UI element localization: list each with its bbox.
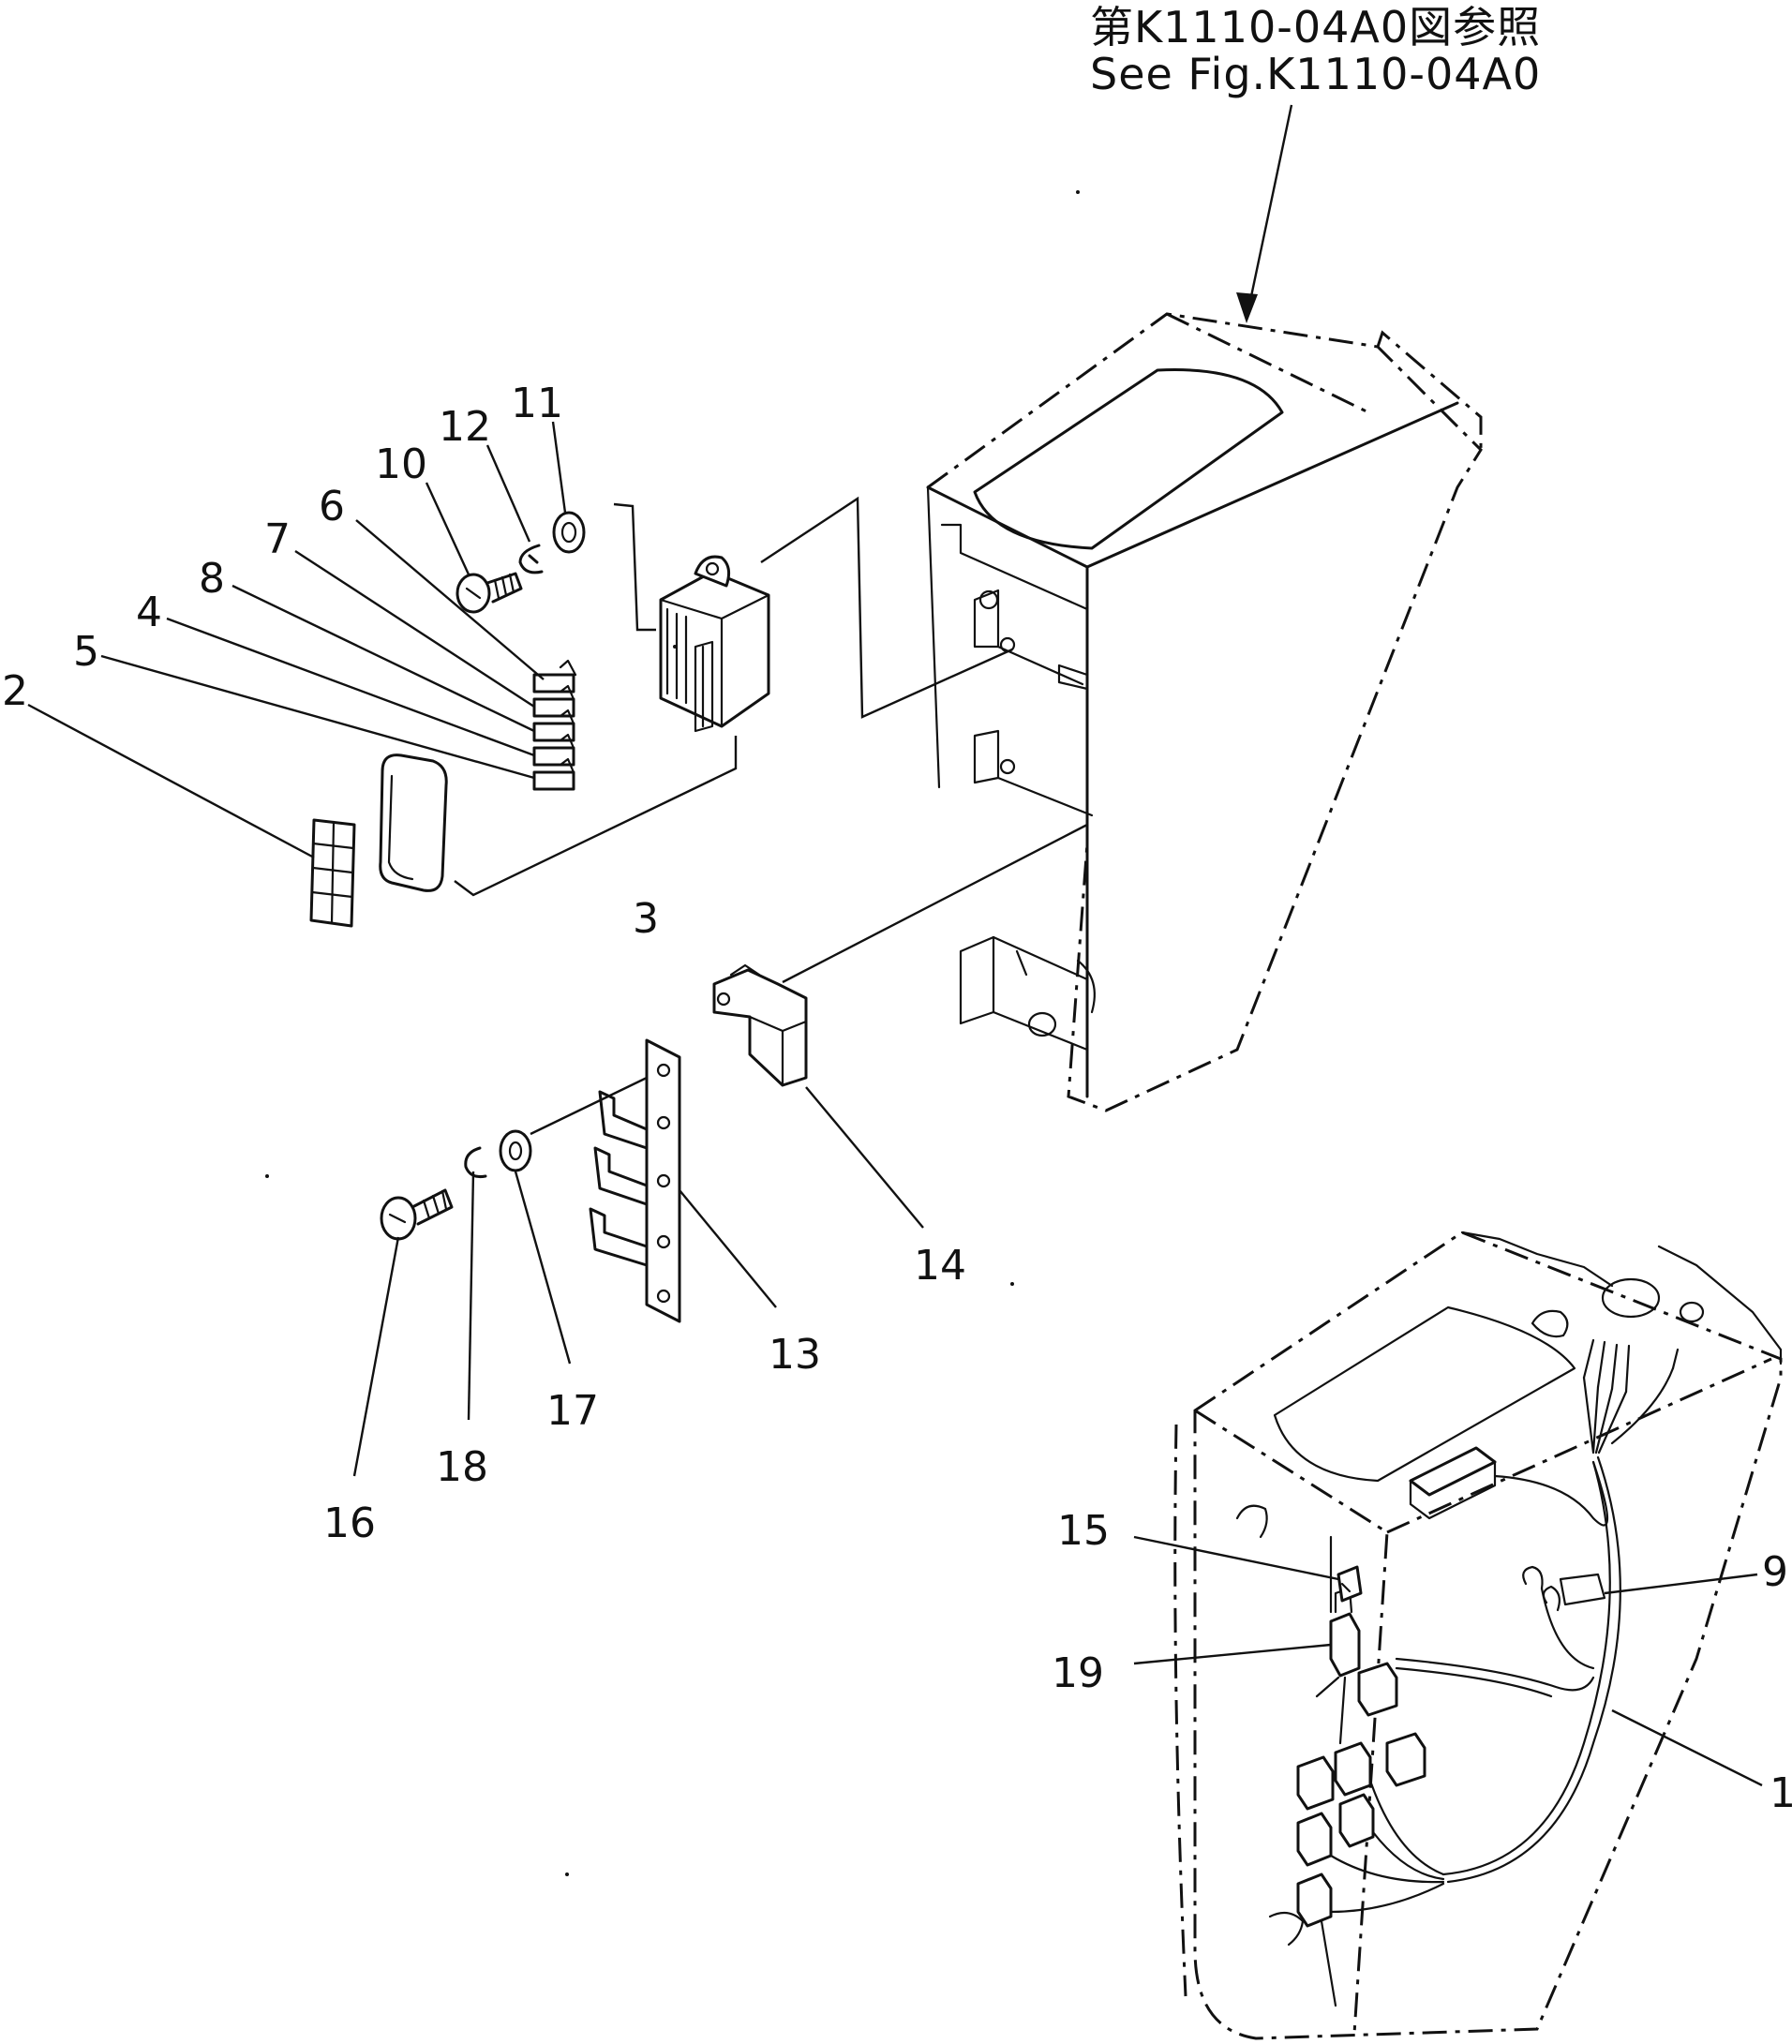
bolt-16 [380, 1188, 454, 1241]
leader-1 [1611, 1708, 1763, 1787]
relay-bracket-13 [589, 1038, 681, 1323]
leader-14 [805, 1086, 924, 1229]
callout-labels: 1 2 3 4 5 6 7 8 9 10 11 12 13 14 15 16 1… [2, 380, 1792, 1817]
reference-arrow-line [1245, 104, 1293, 320]
scan-specks [265, 190, 1080, 1876]
callout-15: 15 [1057, 1507, 1110, 1555]
callout-14: 14 [914, 1242, 966, 1290]
reference-arrow-head [1236, 292, 1258, 323]
callout-18: 18 [436, 1443, 488, 1491]
callout-11: 11 [511, 380, 563, 427]
callout-6: 6 [319, 483, 345, 530]
leader-6 [355, 519, 545, 680]
leader-7 [294, 549, 535, 709]
leader-5 [100, 654, 535, 780]
leader-4 [166, 617, 535, 757]
callout-5: 5 [73, 628, 99, 676]
leader-2 [27, 703, 315, 859]
leader-lines [27, 421, 1763, 1787]
fuse-box-cover [379, 753, 448, 892]
group-3-top-bracket [613, 502, 656, 632]
leader-18 [467, 1171, 475, 1421]
callout-12: 12 [439, 403, 491, 451]
leader-16 [352, 1236, 400, 1477]
group-3-bracket [454, 736, 738, 897]
lower-console-harness [1173, 1231, 1783, 2040]
flat-washer-11 [552, 511, 586, 554]
callout-1: 1 [1770, 1769, 1792, 1817]
leader-13 [679, 1189, 777, 1308]
spring-washer-18 [464, 1146, 487, 1178]
upper-console-housing [926, 312, 1483, 1112]
callout-16: 16 [323, 1499, 376, 1547]
leader-9 [1604, 1573, 1758, 1595]
leader-17 [514, 1171, 572, 1365]
bolt-10 [455, 572, 523, 614]
callout-17: 17 [546, 1387, 599, 1435]
callout-3: 3 [633, 895, 659, 943]
leader-12 [485, 444, 531, 543]
mount-line-upper [760, 496, 1013, 719]
bracket-14 [712, 823, 1088, 1087]
reference-note: 第K1110-04A0図参照 See Fig.K1110-04A0 [1090, 2, 1541, 323]
callout-8: 8 [199, 555, 225, 603]
leader-15 [1133, 1535, 1339, 1581]
leader-8 [231, 584, 535, 733]
flat-washer-17 [499, 1076, 648, 1172]
callout-4: 4 [136, 589, 162, 636]
callout-19: 19 [1052, 1649, 1104, 1697]
reference-note-jp: 第K1110-04A0図参照 [1090, 2, 1541, 52]
fuse-label-2 [309, 818, 356, 928]
leader-10 [425, 482, 470, 575]
callout-2: 2 [2, 667, 28, 715]
spring-washer-12 [518, 544, 544, 574]
fuse-box-body [659, 555, 770, 733]
callout-7: 7 [264, 515, 291, 563]
callout-13: 13 [769, 1331, 821, 1379]
leader-19 [1133, 1643, 1332, 1665]
callout-10: 10 [375, 440, 427, 488]
fuse-stack [532, 659, 577, 791]
callout-9: 9 [1762, 1548, 1788, 1596]
reference-note-en: See Fig.K1110-04A0 [1090, 49, 1541, 99]
leader-11 [551, 421, 567, 514]
